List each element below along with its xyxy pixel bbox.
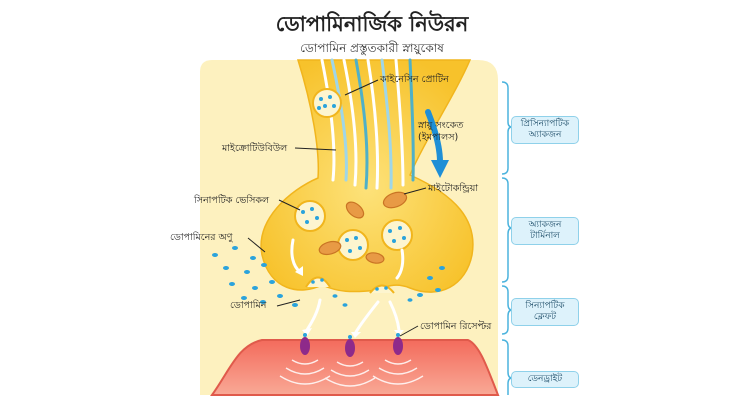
region-axon-terminal: অ্যাকজন টার্মিনাল — [511, 217, 579, 245]
region-label: টার্মিনাল — [530, 231, 560, 241]
label-molecule: ডোপামিনের অণু — [170, 232, 233, 243]
label-dopamine: ডোপামিন — [230, 300, 267, 311]
label-receptor: ডোপামিন রিসেপ্টর — [420, 321, 492, 332]
region-synaptic-cleft: সিন্যাপটিক ক্লেফট — [511, 298, 579, 326]
region-label: সিন্যাপটিক — [525, 301, 565, 311]
kinesin-vesicle — [312, 88, 342, 118]
receptor-waves — [279, 359, 424, 387]
label-mitochondria: মাইটোকন্ড্রিয়া — [428, 183, 479, 194]
dopamine-receptors — [300, 337, 403, 357]
region-label: অ্যাকজন — [528, 130, 562, 140]
region-label: অ্যাকজন — [528, 220, 562, 230]
release-arrows — [290, 238, 405, 334]
region-presynaptic-axon: প্রিসিন্যাপটিক অ্যাকজন — [511, 116, 579, 144]
label-microtubule: মাইক্রোটিউবিউল — [222, 143, 288, 154]
region-dendrite: ডেনড্রাইট — [511, 371, 579, 388]
label-signal-line1: স্নায়ু সংকেত — [418, 120, 464, 131]
region-label: ক্লেফট — [533, 312, 557, 322]
label-vesicle: সিনাপটিক ভেসিকল — [194, 195, 270, 206]
dendrite — [210, 339, 500, 396]
page-title: ডোপামিনার্জিক নিউরন — [275, 12, 469, 36]
leader-lines — [247, 79, 427, 337]
mitochondria — [318, 191, 408, 264]
impulse-arrow — [425, 109, 443, 165]
region-label: ডেনড্রাইট — [527, 374, 563, 384]
label-signal-line2: (ইমপালস) — [418, 132, 459, 143]
region-label: প্রিসিন্যাপটিক — [520, 119, 570, 129]
dopamine-molecules — [212, 246, 445, 307]
microtubules — [320, 58, 415, 190]
synaptic-vesicles — [294, 200, 413, 294]
page-subtitle: ডোপামিন প্রস্তুতকারী স্নায়ুকোষ — [300, 41, 444, 55]
label-kinesin: কাইনেসিন প্রোটিন — [380, 74, 449, 85]
